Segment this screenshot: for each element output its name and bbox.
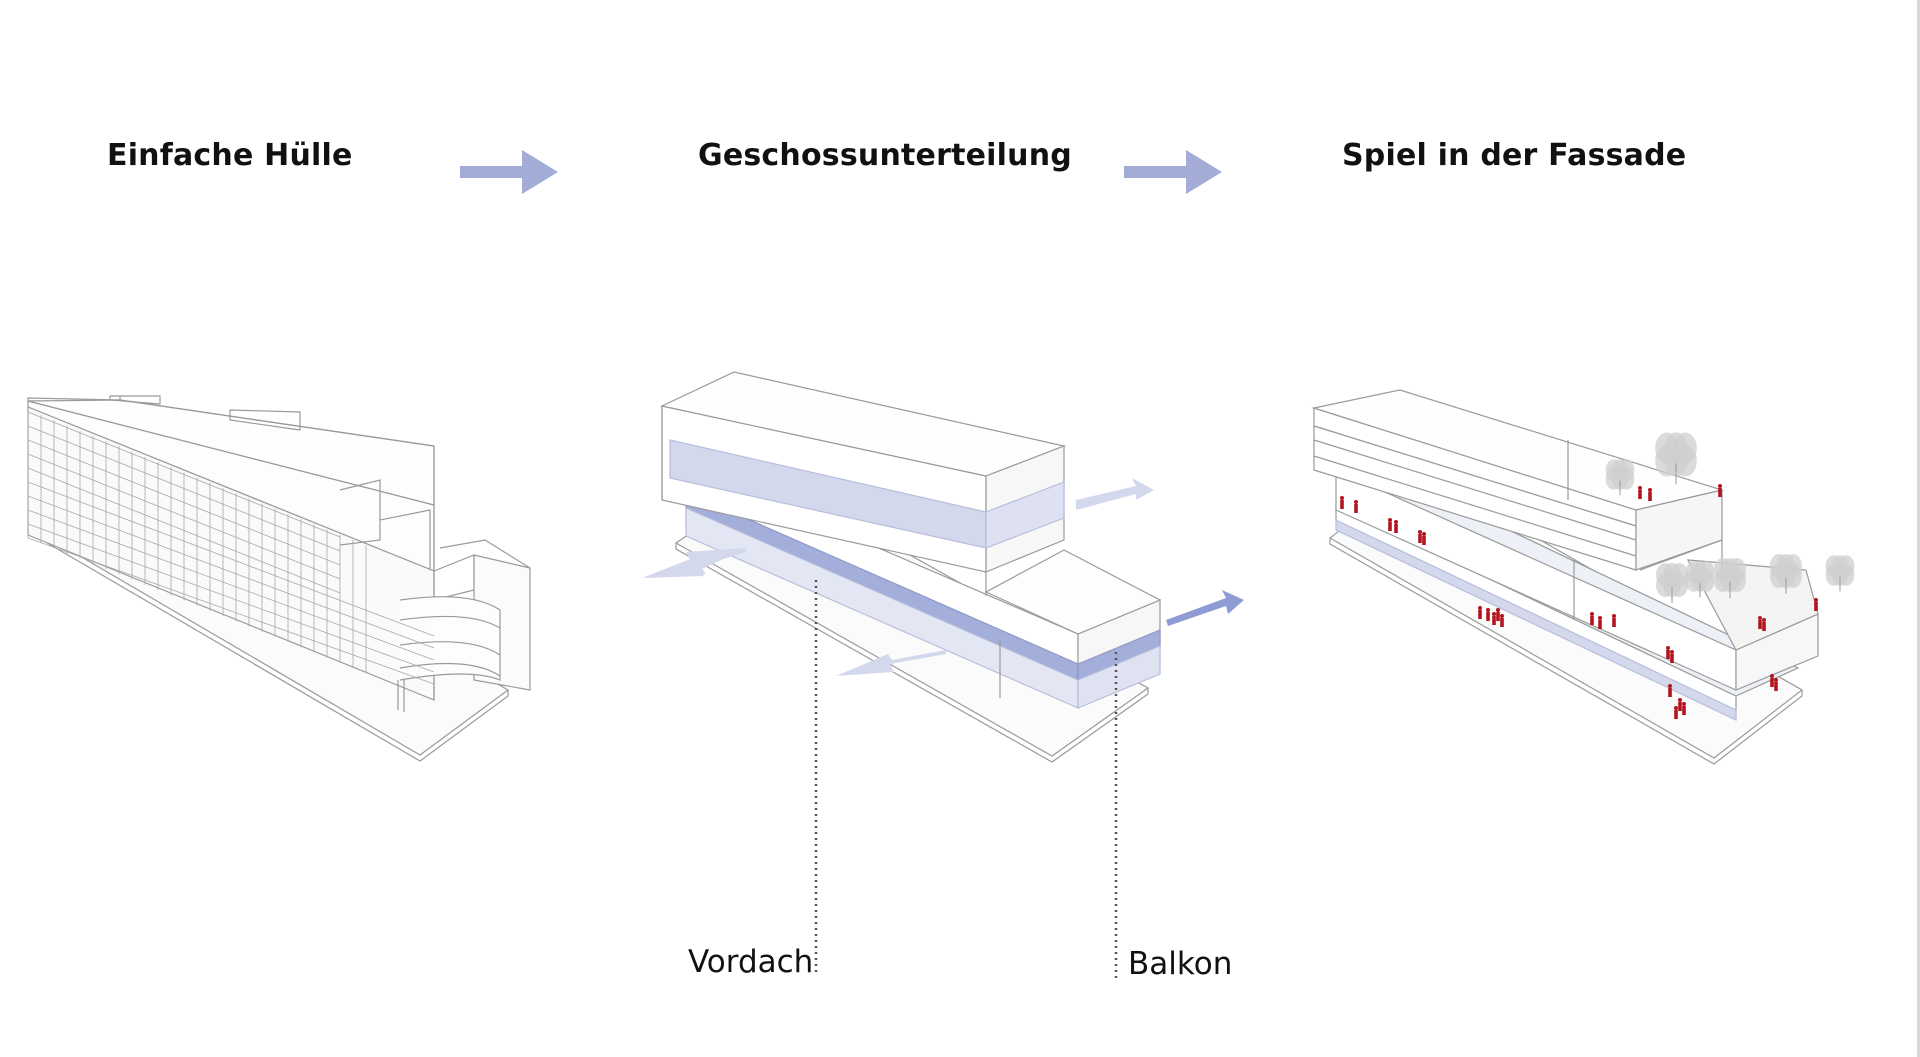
building-floor-division — [660, 371, 1162, 763]
person-icon — [1814, 598, 1818, 611]
step-arrow-2 — [1124, 150, 1222, 194]
person-icon — [1758, 616, 1762, 629]
step-title-1: Einfache Hülle — [107, 138, 353, 173]
label-vordach: Vordach — [688, 944, 814, 980]
rooftop-trees — [1605, 432, 1855, 603]
tree-icon — [1714, 558, 1746, 598]
tree-icon — [1825, 555, 1855, 592]
person-icon — [1674, 706, 1678, 719]
person-icon — [1388, 518, 1392, 531]
person-icon — [1648, 488, 1652, 501]
building-2-direction-arrows — [642, 478, 1244, 676]
label-balkon: Balkon — [1128, 946, 1233, 982]
person-icon — [1638, 486, 1642, 499]
tree-icon — [1655, 432, 1697, 485]
person-icon — [1486, 608, 1490, 621]
person-icon — [1590, 612, 1594, 625]
person-icon — [1668, 684, 1672, 697]
person-icon — [1774, 678, 1778, 691]
person-icon — [1422, 532, 1426, 545]
person-icon — [1770, 674, 1774, 687]
tree-icon — [1685, 561, 1715, 598]
person-icon — [1670, 650, 1674, 663]
person-icon — [1612, 614, 1616, 627]
person-icon — [1340, 496, 1344, 509]
person-icon — [1492, 612, 1496, 625]
tree-icon — [1605, 459, 1635, 496]
person-icon — [1500, 614, 1504, 627]
tree-icon — [1770, 554, 1802, 594]
building-simple-hull-grid — [27, 410, 435, 685]
person-icon — [1682, 702, 1686, 715]
people-figures — [1340, 484, 1818, 719]
page-edge — [1917, 0, 1920, 1057]
person-icon — [1718, 484, 1722, 497]
step-title-2: Geschossunterteilung — [698, 138, 1072, 173]
person-icon — [1478, 606, 1482, 619]
person-icon — [1666, 646, 1670, 659]
annotation-leaders — [814, 580, 1118, 978]
person-icon — [1762, 618, 1766, 631]
person-icon — [1678, 698, 1682, 711]
person-icon — [1418, 530, 1422, 543]
building-simple-hull — [27, 395, 531, 762]
person-icon — [1354, 500, 1358, 513]
person-icon — [1496, 608, 1500, 621]
step-arrow-1 — [460, 150, 558, 194]
person-icon — [1394, 520, 1398, 533]
person-icon — [1598, 616, 1602, 629]
step-title-3: Spiel in der Fassade — [1342, 138, 1687, 173]
tree-icon — [1656, 563, 1688, 603]
